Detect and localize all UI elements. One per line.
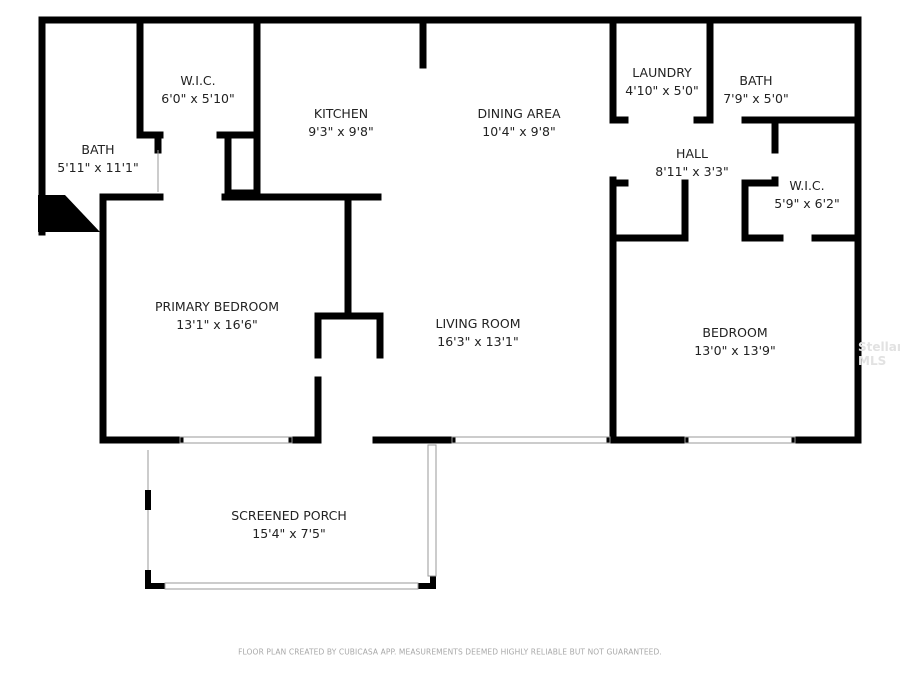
wic-walls [136,16,259,139]
room-name: LAUNDRY [632,65,692,80]
room-size: 16'3" x 13'1" [437,334,519,349]
room-dining: DINING AREA 10'4" x 9'8" [477,105,560,141]
room-size: 13'0" x 13'9" [694,343,776,358]
room-kitchen: KITCHEN 9'3" x 9'8" [308,105,374,141]
room-name: BATH [81,142,115,157]
room-size: 15'4" x 7'5" [252,526,326,541]
room-size: 13'1" x 16'6" [176,317,258,332]
room-name: LIVING ROOM [435,316,521,331]
room-size: 5'9" x 6'2" [774,196,840,211]
windows [147,150,796,590]
room-name: HALL [676,146,708,161]
room-size: 4'10" x 5'0" [625,83,699,98]
walls [38,16,862,444]
room-size: 8'11" x 3'3" [655,164,729,179]
laundry-walls [609,16,859,124]
room-name: SCREENED PORCH [231,508,347,523]
kitchen-left-wall [224,16,261,197]
room-primary-bedroom: PRIMARY BEDROOM 13'1" x 16'6" [155,298,279,334]
room-wic-primary: W.I.C. 6'0" x 5'10" [161,72,234,108]
living-divider [341,193,382,314]
closet-box [314,312,384,359]
room-size: 7'9" x 5'0" [723,91,789,106]
bedroom-top [609,179,689,242]
room-hall: HALL 8'11" x 3'3" [655,145,728,181]
room-bedroom: BEDROOM 13'0" x 13'9" [694,324,775,360]
room-name: BEDROOM [702,325,768,340]
room-wic-bedroom: W.I.C. 5'9" x 6'2" [774,177,840,213]
footer-disclaimer: FLOOR PLAN CREATED BY CUBICASA APP. MEAS… [238,647,662,657]
room-bath: BATH 7'9" x 5'0" [723,72,789,108]
room-name: KITCHEN [313,106,369,121]
room-size: 5'11" x 11'1" [57,160,139,175]
room-laundry: LAUNDRY 4'10" x 5'0" [625,64,698,100]
room-bath-primary: BATH 5'11" x 11'1" [57,141,138,177]
watermark: Stellar MLS [858,340,900,368]
room-size: 10'4" x 9'8" [482,124,556,139]
room-name: BATH [739,73,773,88]
room-screened-porch: SCREENED PORCH 15'4" x 7'5" [231,507,347,543]
room-name: W.I.C. [789,178,825,193]
room-name: W.I.C. [180,73,216,88]
hall-right [741,116,859,242]
room-size: 6'0" x 5'10" [161,91,235,106]
room-name: PRIMARY BEDROOM [155,299,279,314]
room-size: 9'3" x 9'8" [308,124,374,139]
bath-corner [38,195,100,232]
room-living: LIVING ROOM 16'3" x 13'1" [435,315,520,351]
porch [145,490,436,589]
room-name: DINING AREA [477,106,561,121]
